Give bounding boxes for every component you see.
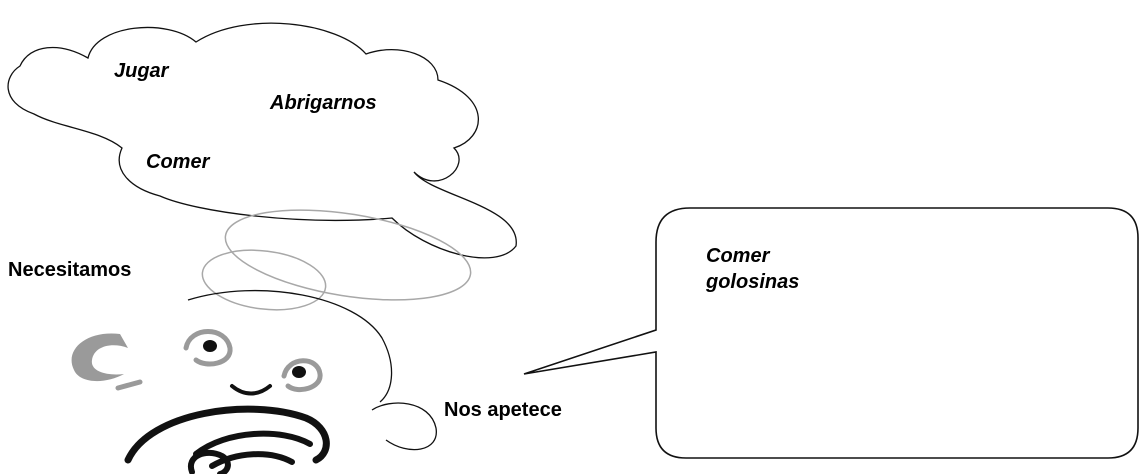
right-eye-socket bbox=[281, 358, 323, 392]
cloud-item-comer: Comer bbox=[146, 151, 210, 173]
label-nos-apetece: Nos apetece bbox=[444, 399, 562, 421]
brow-swoosh bbox=[71, 333, 128, 382]
bubble-line-1: Comer bbox=[706, 245, 770, 267]
left-eye-pupil bbox=[203, 340, 217, 352]
ear bbox=[371, 402, 437, 451]
cloud-item-abrigarnos: Abrigarnos bbox=[270, 92, 377, 114]
hand-arc-outer bbox=[124, 405, 330, 464]
head-outline bbox=[187, 289, 393, 403]
thinking-face bbox=[71, 289, 437, 474]
thought-ring-small bbox=[201, 249, 327, 311]
brow-dash bbox=[115, 379, 143, 391]
left-eye-socket bbox=[183, 329, 233, 367]
mouth bbox=[230, 384, 272, 396]
hand-finger bbox=[209, 451, 295, 469]
thought-cloud bbox=[7, 22, 517, 259]
right-eye-pupil bbox=[292, 366, 306, 378]
hand-arc-inner bbox=[193, 430, 313, 457]
hand-thumb bbox=[187, 449, 231, 474]
label-necesitamos: Necesitamos bbox=[8, 259, 132, 281]
thought-ring-large bbox=[224, 209, 472, 301]
cloud-item-jugar: Jugar bbox=[114, 60, 169, 82]
speech-bubble bbox=[523, 207, 1139, 459]
bubble-line-2: golosinas bbox=[706, 271, 800, 293]
